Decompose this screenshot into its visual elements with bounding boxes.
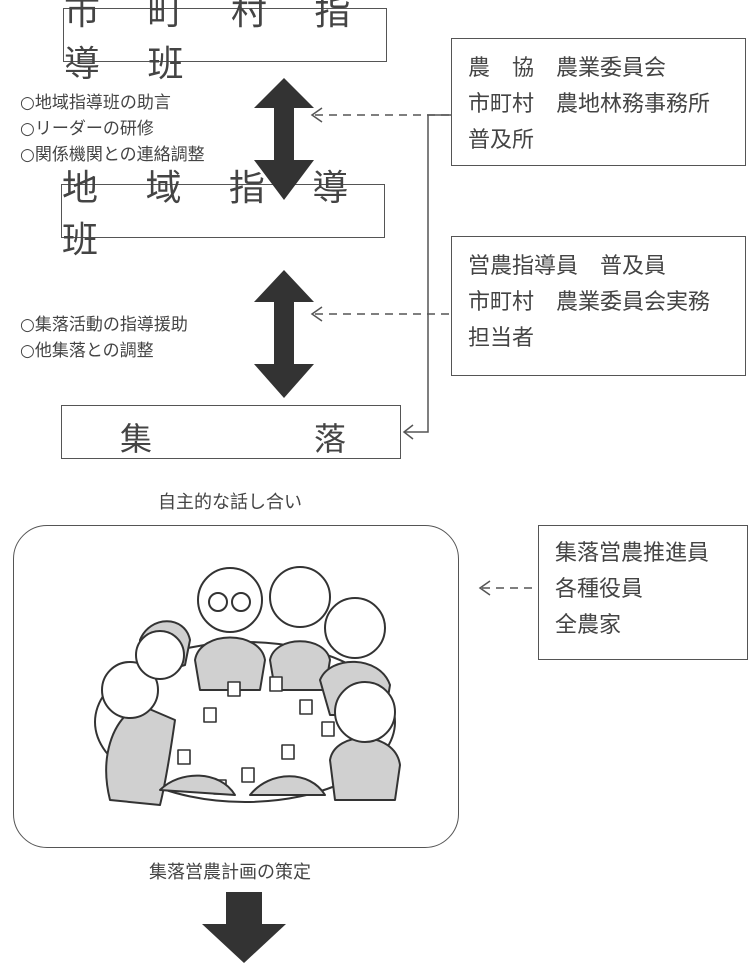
municipal-roles-list: ○地域指導班の助言 ○リーダーの研修 ○関係機関との連絡調整 [20,90,205,168]
down-arrow-icon [202,892,286,963]
organizations-line-3: 普及所 [468,128,535,153]
plan-caption: 集落営農計画の策定 [149,862,311,883]
double-arrow-icon [254,270,314,398]
meeting-illustration [94,566,401,806]
participants-note-box: 集落営農推進員 各種役員 全農家 [538,525,748,660]
municipal-role-item: ○リーダーの研修 [20,119,154,139]
participants-line-3: 全農家 [555,613,622,638]
organizations-note-box: 農 協 農業委員会 市町村 農地林務事務所 普及所 [451,38,746,166]
solid-connector [402,114,451,440]
dashed-connector [310,306,451,322]
municipal-guidance-team-box: 市 町 村 指 導 班 [63,0,387,85]
village-label-right: 落 [314,420,347,458]
municipal-role-item: ○関係機関との連絡調整 [20,145,205,165]
municipal-guidance-team-label: 市 町 村 指 導 班 [64,0,369,85]
village-label-left: 集 [120,420,153,458]
staff-note-box: 営農指導員 普及員 市町村 農業委員会実務 担当者 [451,236,746,376]
organizations-line-2: 市町村 農地林務事務所 [468,92,711,117]
staff-line-1: 営農指導員 普及員 [468,254,667,279]
participants-line-2: 各種役員 [555,577,644,602]
regional-roles-list: ○集落活動の指導援助 ○他集落との調整 [20,312,188,364]
regional-guidance-team-box: 地 域 指 導 班 [61,168,385,261]
double-arrow-icon [254,78,314,200]
organizations-line-1: 農 協 農業委員会 [468,56,667,81]
village-box: 集 落 [61,405,401,459]
regional-role-item: ○他集落との調整 [20,341,154,361]
staff-line-2: 市町村 農業委員会実務 [468,290,711,315]
dashed-connector [478,580,538,596]
regional-role-item: ○集落活動の指導援助 [20,315,188,335]
participants-line-1: 集落営農推進員 [555,541,710,566]
staff-line-3: 担当者 [468,326,535,351]
meeting-caption: 自主的な話し合い [158,492,302,513]
municipal-role-item: ○地域指導班の助言 [20,93,171,113]
